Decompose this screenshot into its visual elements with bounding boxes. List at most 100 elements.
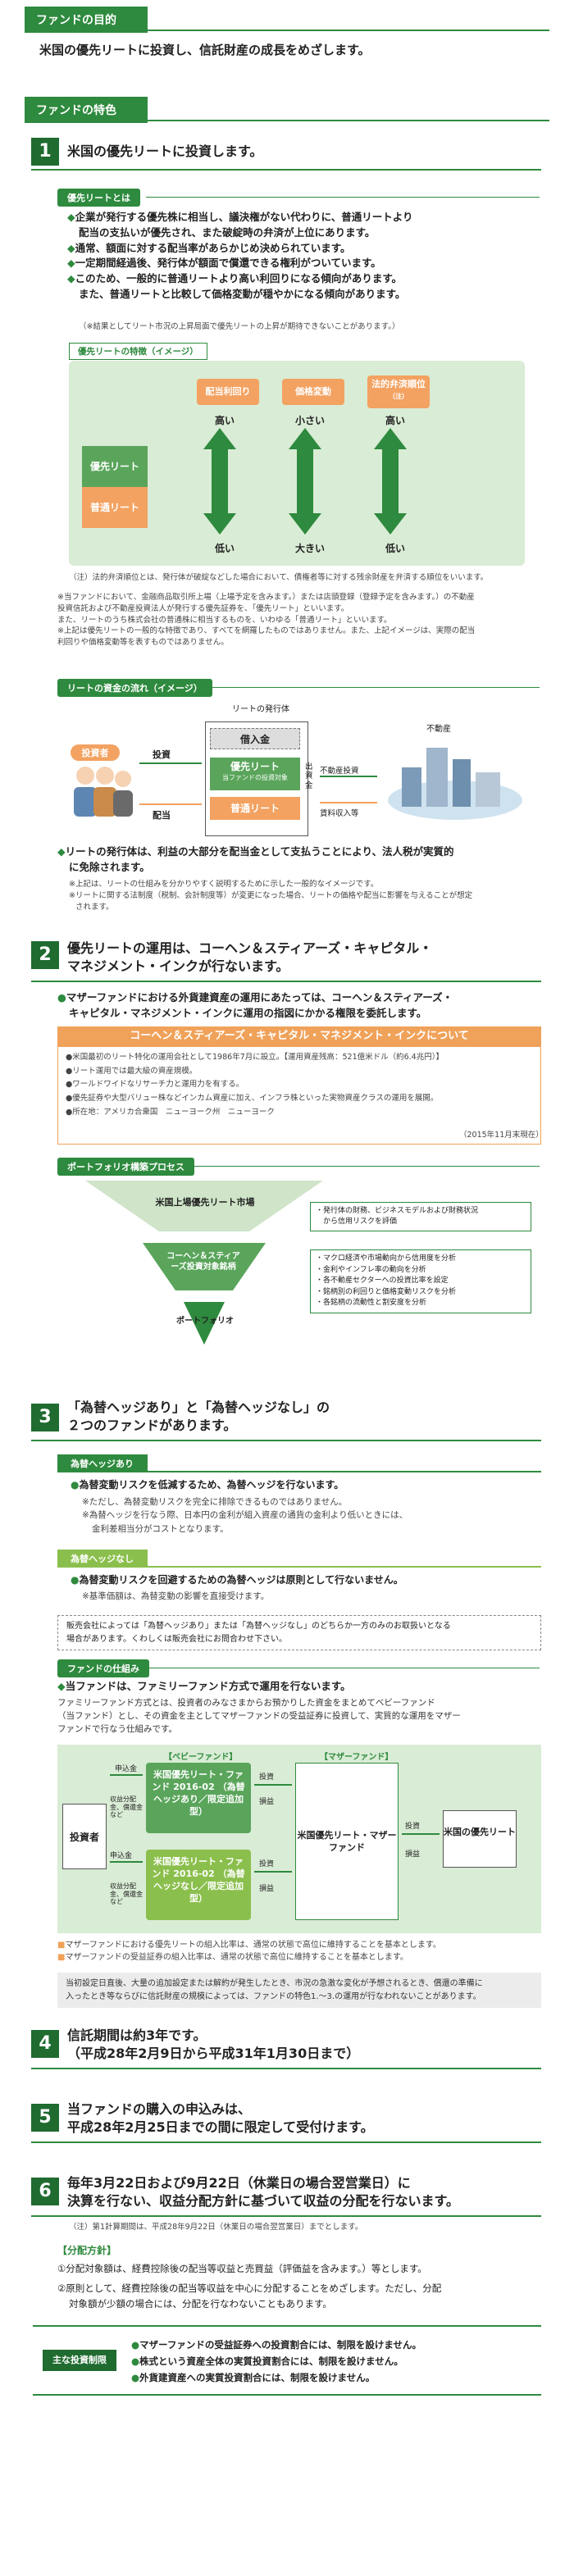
baby-fund-hedged: 米国優先リート・ファンド 2016-02 （為替ヘッジあり／限定追加型）	[146, 1763, 251, 1833]
realestate-buildings-icon	[388, 748, 522, 820]
low-2: 大きい	[295, 543, 326, 554]
process-chip-rule	[175, 1166, 540, 1167]
hedge-no-bullet: ●為替変動リスクを回避するための為替ヘッジは原則として行ないません。	[71, 1574, 403, 1586]
section-1-title: 米国の優先リートに投資します。	[67, 143, 263, 159]
process-criteria-1: ・発行体の財務、ビジネスモデルおよび財務状況 から信用リスクを評価	[310, 1202, 531, 1232]
flow-bullet: ◆リートの発行体は、利益の大部分を配当金として支払うことにより、法人税が実質的 …	[57, 845, 454, 873]
hedge-no-tab: 為替ヘッジなし	[57, 1550, 148, 1568]
low-1: 低い	[215, 543, 235, 554]
dist-label-1: 収益分配金、償還金 など	[110, 1795, 143, 1819]
dividend-arrow	[139, 803, 202, 805]
baby-fund-label: 【ベビーファンド】	[164, 1753, 238, 1762]
flow-chip-rule	[207, 687, 540, 688]
features-rule	[25, 120, 549, 121]
gain-label-1: 損益	[259, 1798, 275, 1806]
distribution-policy-title: 【分配方針】	[57, 2245, 117, 2256]
manager-about-date: （2015年11月末現在）	[459, 1131, 544, 1140]
dealer-note-box: 販売会社によっては「為替ヘッジあり」または「為替ヘッジなし」のどちらか一方のみの…	[57, 1615, 541, 1650]
col-head-volatility: 価格変動	[282, 379, 344, 405]
scheme-investor: 投資者	[62, 1804, 107, 1869]
limits-items: ●マザーファンドの受益証券への投資割合には、制限を設けません。 ●株式という資産…	[131, 2339, 422, 2384]
apply-label-2: 申込金	[110, 1852, 133, 1860]
market-note: 当初設定日直後、大量の追加設定または解約が発生したとき、市況の急激な変化が予想さ…	[57, 1973, 541, 2008]
flow-investor: 投資者	[71, 744, 120, 761]
manager-about-items: ●米国最初のリート特化の運用会社として1986年7月に設立。【運用資産残高：52…	[66, 1053, 444, 1117]
investor-people-icon	[74, 767, 133, 817]
arrows-svg	[203, 428, 407, 535]
bullet-note: （※結果としてリート市況の上昇局面で優先リートの上昇が期待できないことがあります…	[79, 322, 400, 331]
dividend-label: 配当	[153, 810, 171, 821]
section-4-rule	[31, 2068, 541, 2069]
legal-order-note: （注）法的弁済順位とは、発行体が破綻などした場合において、債権者等に対する残余財…	[69, 573, 489, 582]
invest-arrow-2	[254, 1871, 292, 1873]
invest-arrow	[139, 762, 202, 764]
funnel-step-2: コーヘン＆スティアーズ投資対象銘柄	[166, 1252, 240, 1272]
mother-fund-box: 米国優先リート・マザーファンド	[295, 1763, 399, 1920]
purpose-text: 米国の優先リートに投資し、信託財産の成長をめざします。	[39, 43, 371, 57]
scheme-chip: ファンドの仕組み	[57, 1659, 149, 1677]
flow-issuer: リートの発行体	[232, 705, 289, 714]
section-1-number: 1	[31, 138, 59, 166]
section-2-title: 優先リートの運用は、コーヘン＆スティアーズ・キャピタル・マネジメント・インクが行…	[67, 940, 433, 974]
section-3-number: 3	[31, 1404, 59, 1431]
section-4-number: 4	[31, 2030, 59, 2058]
section-5-rule	[31, 2141, 541, 2143]
hedge-yes-bullet: ●為替変動リスクを低減するため、為替ヘッジを行ないます。	[71, 1479, 344, 1491]
col-head-legal: 法的弁済順位（注）	[367, 375, 430, 408]
scheme-notes: ■マザーファンドにおける優先リートの組入比率は、通常の状態で高位に維持することを…	[57, 1941, 441, 1962]
manager-about-header: コーヘン＆スティアーズ・キャピタル・マネジメント・インクについて	[57, 1026, 541, 1046]
scheme-lead: ◆当ファンドは、ファミリーファンド方式で運用を行ないます。	[57, 1680, 351, 1692]
flow-common-box: 普通リート	[210, 797, 300, 820]
flow-pref-box: 優先リート当ファンドの投資対象	[210, 758, 300, 790]
rent-arrow	[320, 802, 377, 803]
row-common-reit: 普通リート	[82, 487, 148, 528]
realestate-label: 不動産	[426, 725, 451, 734]
pref-reit-chip: 優先リートとは	[57, 189, 140, 207]
invest-label: 投資	[153, 749, 171, 760]
process-funnel	[85, 1181, 323, 1345]
section-2-rule	[31, 981, 541, 982]
hedge-yes-tab: 為替ヘッジあり	[57, 1454, 148, 1472]
invest-label-2: 投資	[259, 1860, 275, 1868]
section-6-number: 6	[31, 2178, 59, 2205]
re-invest-label: 不動産投資	[320, 767, 359, 776]
hedge-no-rule	[57, 1566, 541, 1568]
row-pref-reit: 優先リート	[82, 446, 148, 487]
baby-fund-unhedged: 米国優先リート・ファンド 2016-02 （為替ヘッジなし／限定追加型）	[146, 1850, 251, 1920]
apply-arrow-1	[110, 1774, 143, 1776]
gain-label-3: 損益	[405, 1850, 421, 1859]
features-header: ファンドの特色	[25, 97, 148, 123]
process-chip: ポートフォリオ構築プロセス	[57, 1158, 194, 1176]
flow-notes: ※上記は、リートの仕組みを分かりやすく説明するために示した一般的なイメージです。…	[69, 880, 473, 912]
funnel-step-3: ポートフォリオ	[176, 1317, 234, 1326]
chip-rule	[146, 197, 540, 198]
col-head-yield: 配当利回り	[197, 379, 259, 405]
dist-label-2: 収益分配金、償還金 など	[110, 1882, 143, 1906]
purpose-rule	[25, 30, 549, 31]
invest-arrow-1	[254, 1784, 292, 1786]
invest-label-1: 投資	[259, 1773, 275, 1782]
mother-fund-label: 【マザーファンド】	[320, 1753, 394, 1762]
limits-rule	[33, 2325, 541, 2327]
hedge-yes-notes: ※ただし、為替変動リスクを完全に排除できるものではありません。※為替ヘッジを行な…	[82, 1497, 408, 1534]
distribution-policy: ①分配対象額は、経費控除後の配当等収益と売買益（評価益を含みます。）等とします。…	[57, 2263, 442, 2310]
invest-arrow-3	[402, 1833, 440, 1835]
sec6-note: （注）第1計算期間は、平成28年9月22日（休業日の場合翌営業日）までとします。	[69, 2223, 363, 2232]
sec2-bullet: ●マザーファンドにおける外貨建資産の運用にあたっては、コーヘン＆スティアーズ・ …	[57, 991, 453, 1019]
rent-label: 賃料収入等	[320, 809, 359, 818]
gain-label-2: 損益	[259, 1885, 275, 1893]
sec1-notes: ※当ファンドにおいて、金融商品取引所上場（上場予定を含みます。）または店頭登録（…	[57, 593, 476, 648]
scheme-desc: ファミリーファンド方式とは、投資者のみなさまからお預かりした資金をまとめてベビー…	[57, 1698, 461, 1734]
section-1-rule	[31, 169, 541, 171]
limits-rule-bottom	[33, 2394, 541, 2396]
section-4-title: 信託期間は約3年です。（平成28年2月9日から平成31年1月30日まで）	[67, 2028, 360, 2061]
section-3-rule	[31, 1440, 541, 1441]
process-criteria-2: ・マクロ経済や市場動向から信用度を分析・金利やインフレ率の動向を分析・各不動産セ…	[310, 1249, 531, 1313]
us-pref-reit-box: 米国の優先リート	[443, 1810, 517, 1868]
section-5-number: 5	[31, 2104, 59, 2132]
section-5-title: 当ファンドの購入の申込みは、平成28年2月25日までの間に限定して受付けます。	[67, 2101, 374, 2135]
hedge-yes-rule	[57, 1471, 541, 1472]
pref-reit-bullets: ◆企業が発行する優先株に相当し、議決権がない代わりに、普通リートより 配当の支払…	[67, 211, 413, 300]
high-3: 高い	[385, 415, 406, 426]
